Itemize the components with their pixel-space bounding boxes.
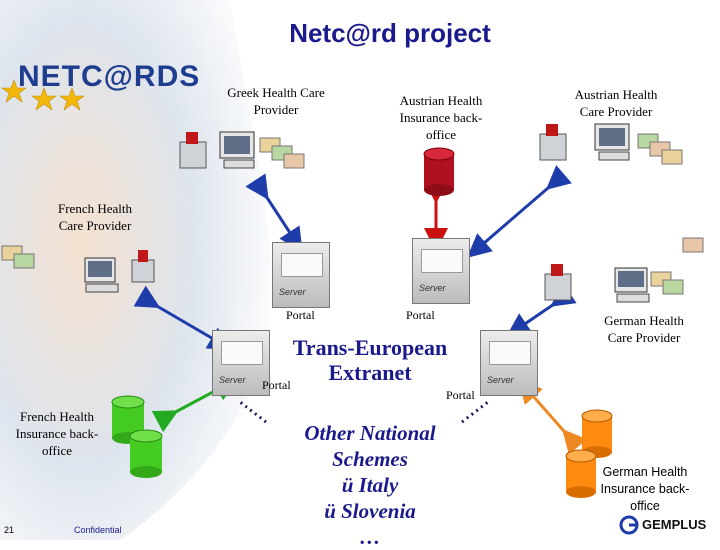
scheme-item-slovenia: ü Slovenia: [324, 499, 416, 523]
netcards-logo: NETC@RDS: [0, 58, 230, 110]
portal-label-greek: Portal: [286, 308, 315, 322]
portal-label-austrian: Portal: [406, 308, 435, 322]
portal-server-greek: Server: [272, 242, 330, 308]
arrow-austrian-provider-portal: [466, 165, 572, 258]
server-label: Server: [219, 375, 246, 385]
server-icon: [489, 341, 531, 365]
portal-server-german: Server: [480, 330, 538, 396]
scheme-item-italy: ü Italy: [341, 473, 399, 497]
austrian-provider-icon: [539, 123, 683, 165]
french-insurance-database: [111, 395, 163, 478]
german-insurance-database: [565, 409, 613, 498]
austrian-insurance-database: [423, 147, 455, 196]
confidential-label: Confidential: [74, 525, 122, 535]
gemplus-logo: GEMPLUS: [618, 514, 718, 536]
server-label: Server: [487, 375, 514, 385]
other-schemes-heading: Other National Schemes: [304, 421, 436, 471]
arrow-german-insurance-portal: [518, 378, 587, 455]
greek-provider-icon: [179, 131, 305, 169]
server-icon: [421, 249, 463, 273]
arrow-greek-portal: [245, 173, 303, 253]
portal-label-german: Portal: [446, 388, 475, 402]
gemplus-logo-text: GEMPLUS: [642, 517, 707, 532]
austrian-provider-label: Austrian Health Care Provider: [574, 87, 658, 119]
arrow-german-provider-portal: [506, 283, 577, 337]
server-label: Server: [279, 287, 306, 297]
french-insurance-label: French Health Insurance back-office: [15, 409, 99, 458]
scheme-more: …: [359, 525, 381, 549]
page-number: 21: [4, 525, 15, 535]
server-icon: [221, 341, 263, 365]
german-insurance-label: German Health Insurance back-office: [600, 465, 690, 513]
greek-provider-label: Greek Health Care Provider: [227, 85, 325, 117]
austrian-insurance-label: Austrian Health Insurance back-office: [399, 93, 483, 142]
french-provider-icon: [1, 245, 155, 293]
page-title: Netc@rd project: [289, 18, 491, 48]
portal-server-austrian: Server: [412, 238, 470, 304]
server-label: Server: [419, 283, 446, 293]
arrow-french-provider-portal: [133, 285, 233, 351]
portal-server-french: Server: [212, 330, 270, 396]
logo-text: NETC@RDS: [18, 60, 201, 93]
french-provider-label: French Health Care Provider: [57, 201, 132, 233]
portal-label-french: Portal: [262, 378, 291, 392]
german-provider-icon: [544, 237, 704, 303]
server-icon: [281, 253, 323, 277]
german-provider-label: German Health Care Provider: [604, 313, 684, 345]
other-schemes-block: Other National Schemes ü Italy ü Sloveni…: [280, 420, 460, 550]
network-title: Trans-European Extranet: [292, 335, 448, 385]
